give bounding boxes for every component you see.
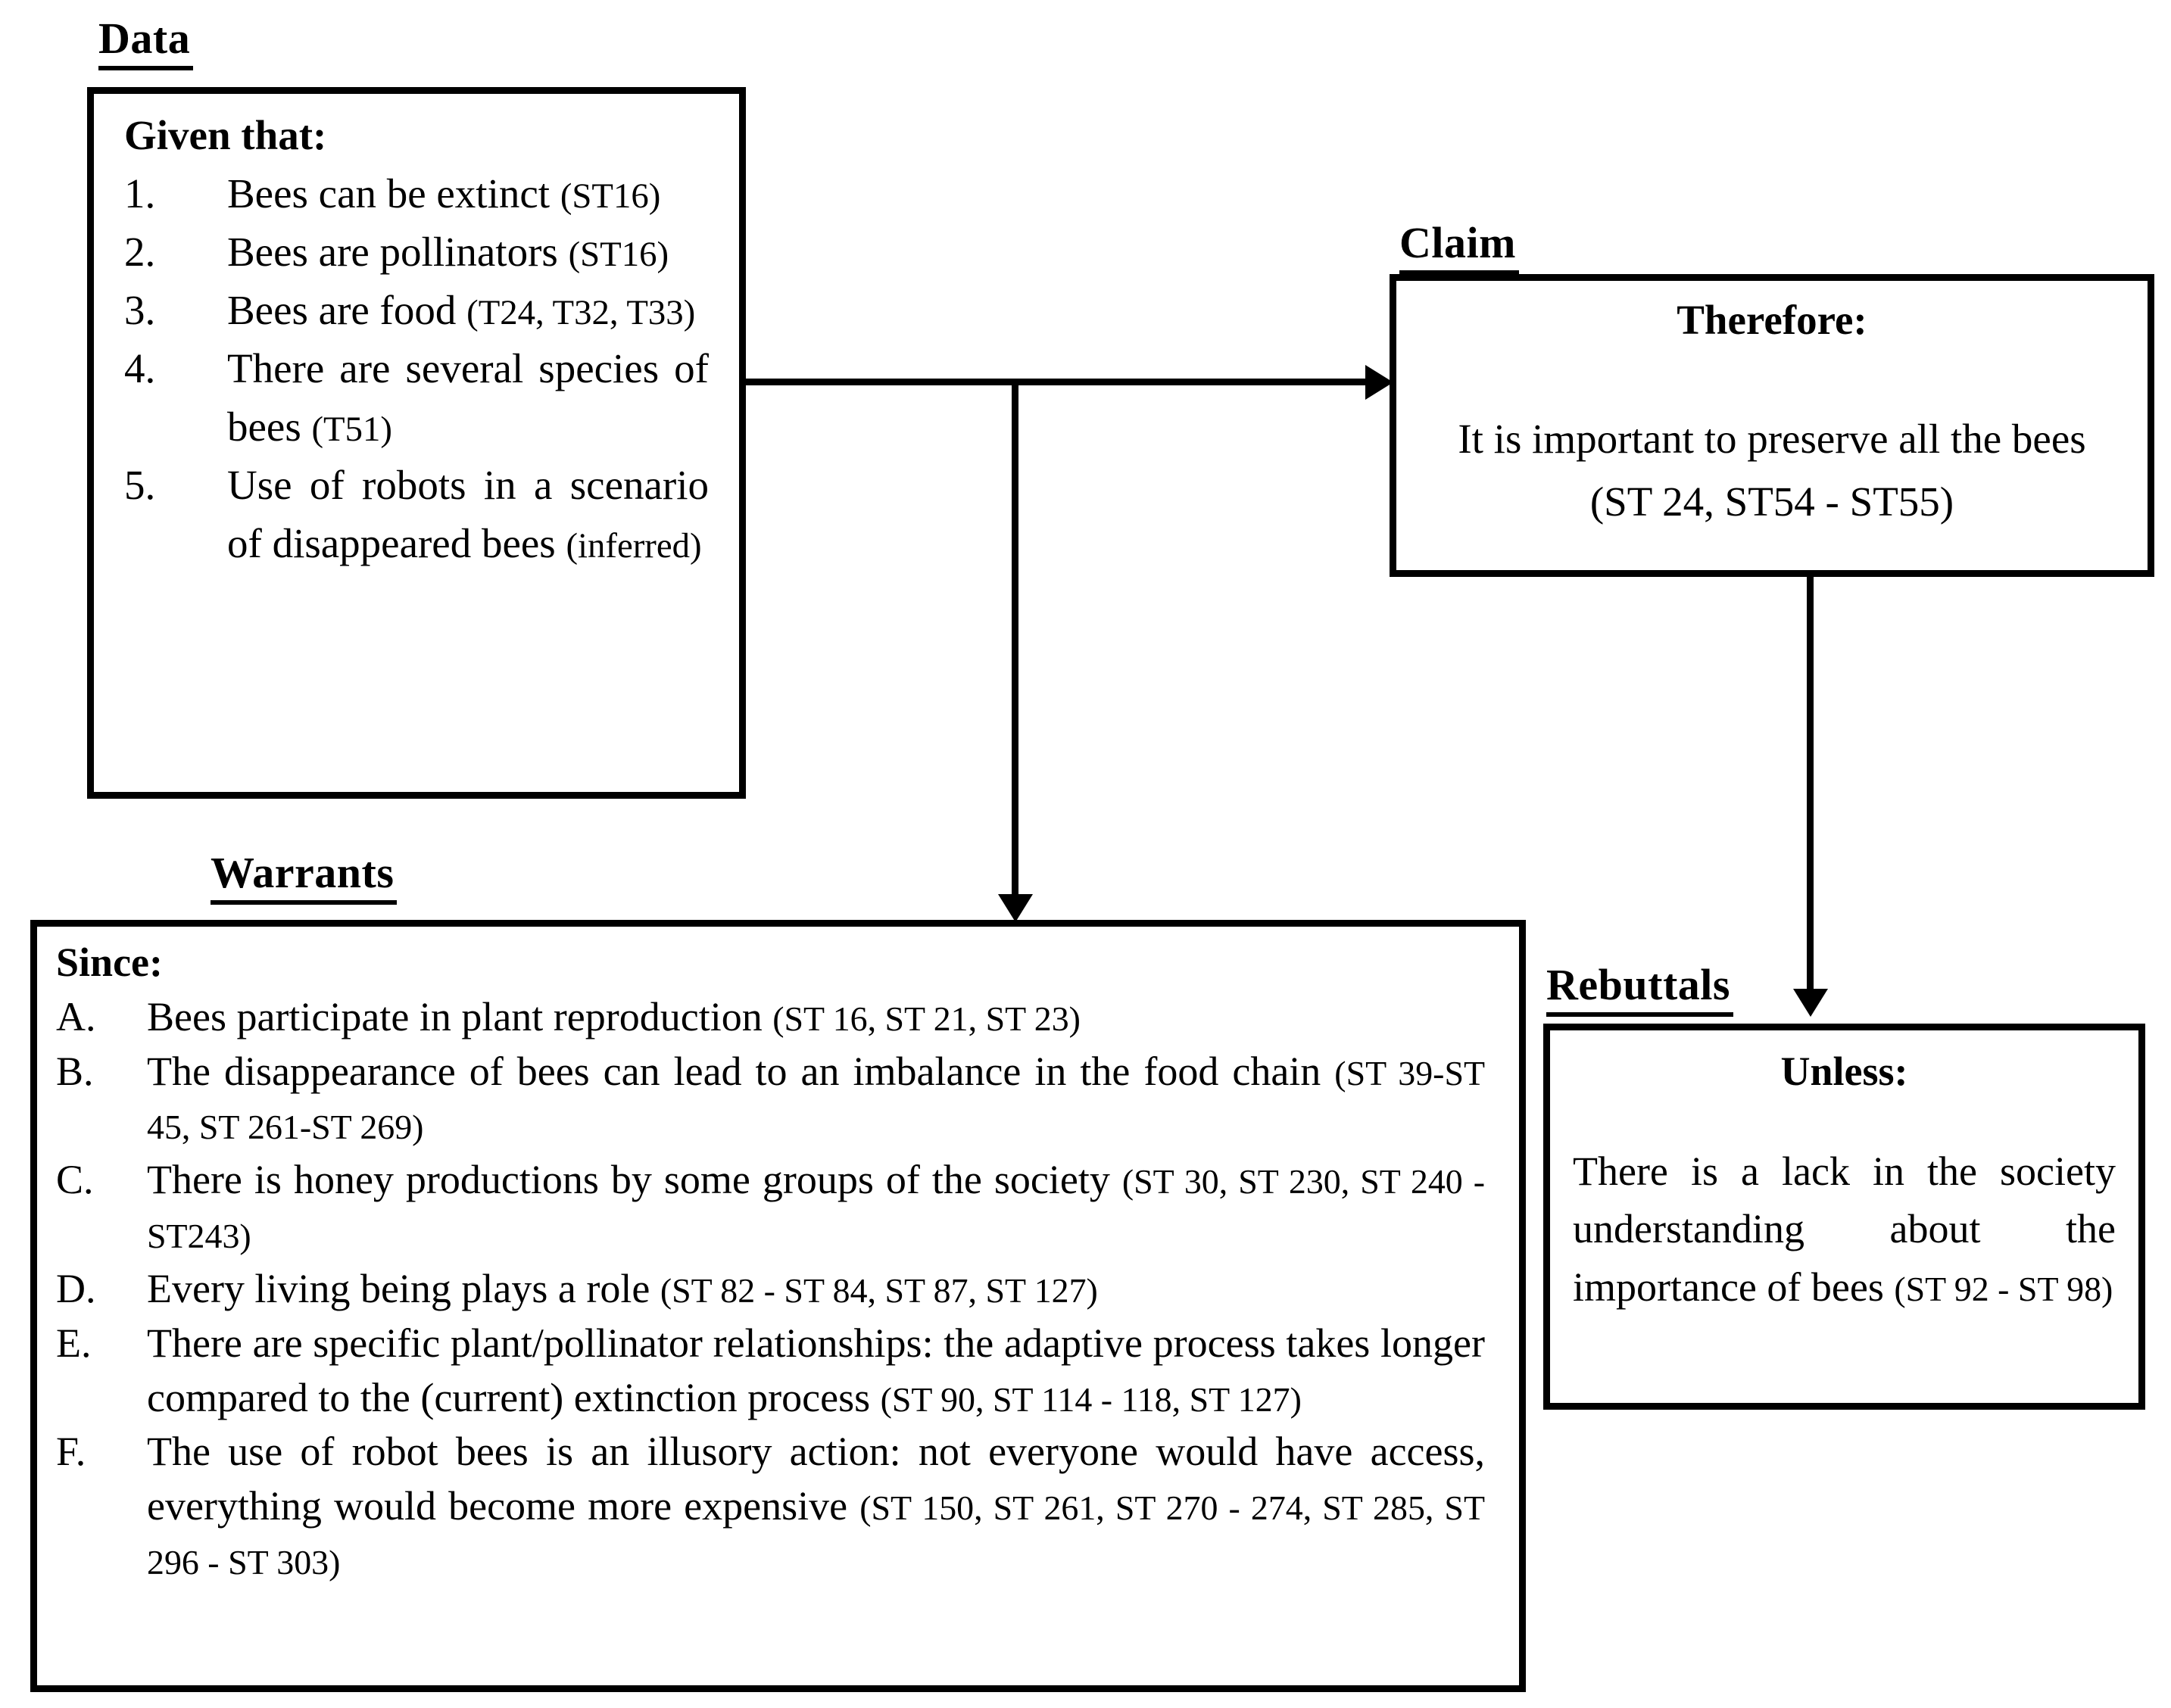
item-text: There is honey productions by some group…: [147, 1153, 1485, 1262]
item-text-main: The use of robot bees is an illusory act…: [147, 1429, 1485, 1529]
data-item-4: 4. There are several species of bees (T5…: [124, 339, 709, 456]
claim-to-rebuttals-arrowhead-icon: [1793, 989, 1828, 1017]
item-text: There are several species of bees (T51): [227, 339, 709, 456]
warrants-heading: Since:: [56, 940, 163, 985]
item-marker: 2.: [124, 229, 156, 275]
warrants-box: Since: A. Bees participate in plant repr…: [30, 920, 1526, 1692]
item-text-main: There are specific plant/pollinator rela…: [147, 1320, 1485, 1420]
item-text: Every living being plays a role (ST 82 -…: [147, 1262, 1485, 1317]
item-marker: 1.: [124, 170, 156, 217]
item-citation: (ST 150, ST 261, ST 270 - 274, ST 285, S…: [147, 1488, 1485, 1582]
data-heading: Given that:: [124, 112, 327, 158]
warrant-item-A: A. Bees participate in plant reproductio…: [56, 990, 1485, 1045]
item-text: The disappearance of bees can lead to an…: [147, 1045, 1485, 1154]
item-citation: (ST 16, ST 21, ST 23): [772, 999, 1081, 1038]
data-to-warrants-arrow-line: [1012, 379, 1018, 897]
warrant-item-F: F. The use of robot bees is an illusory …: [56, 1425, 1485, 1588]
data-to-claim-arrow-line: [746, 379, 1367, 385]
item-text: Bees are pollinators (ST16): [227, 223, 709, 281]
item-marker: 4.: [124, 345, 156, 391]
item-citation: (ST 39-ST 45, ST 261-ST 269): [147, 1053, 1486, 1147]
rebuttals-text-main: There is a lack in the society understan…: [1573, 1148, 2116, 1311]
item-citation: (ST 30, ST 230, ST 240 - ST243): [147, 1162, 1485, 1256]
rebuttals-box: Unless: There is a lack in the society u…: [1543, 1024, 2145, 1410]
data-item-5: 5. Use of robots in a scenario of disapp…: [124, 456, 709, 572]
item-marker: D.: [56, 1265, 96, 1311]
item-text-main: Bees participate in plant reproduction: [147, 993, 763, 1039]
item-citation: (ST 90, ST 114 - 118, ST 127): [880, 1379, 1302, 1419]
item-marker: B.: [56, 1048, 94, 1094]
data-item-2: 2. Bees are pollinators (ST16): [124, 223, 709, 281]
item-citation: (ST16): [560, 176, 661, 216]
item-text-main: Bees can be extinct: [227, 170, 551, 217]
warrant-item-B: B. The disappearance of bees can lead to…: [56, 1045, 1485, 1154]
rebuttals-text: There is a lack in the society understan…: [1573, 1142, 2116, 1317]
warrant-item-E: E. There are specific plant/pollinator r…: [56, 1317, 1485, 1426]
item-text-main: Bees are pollinators: [227, 229, 558, 275]
item-text: Bees can be extinct (ST16): [227, 164, 709, 223]
claim-text: It is important to preserve all the bees…: [1430, 408, 2113, 533]
item-text: Bees participate in plant reproduction (…: [147, 990, 1485, 1045]
item-text: The use of robot bees is an illusory act…: [147, 1425, 1485, 1588]
item-citation: (ST 82 - ST 84, ST 87, ST 127): [660, 1270, 1098, 1310]
data-box: Given that: 1. Bees can be extinct (ST16…: [87, 87, 746, 799]
claim-heading: Therefore:: [1677, 297, 1867, 343]
data-section-label: Data: [98, 17, 194, 70]
item-citation: (T51): [311, 410, 392, 449]
item-text-main: There are several species of bees: [227, 345, 709, 450]
item-text: There are specific plant/pollinator rela…: [147, 1317, 1485, 1426]
warrant-item-C: C. There is honey productions by some gr…: [56, 1153, 1485, 1262]
claim-citation: (ST 24, ST54 - ST55): [1589, 478, 1954, 525]
item-marker: E.: [56, 1320, 92, 1366]
claim-box: Therefore: It is important to preserve a…: [1390, 274, 2154, 577]
claim-to-rebuttals-arrow-line: [1807, 577, 1814, 990]
item-text-main: Use of robots in a scenario of disappear…: [227, 462, 709, 566]
warrants-section-label: Warrants: [211, 851, 398, 905]
rebuttals-section-label: Rebuttals: [1546, 963, 1733, 1017]
rebuttals-citation: (ST 92 - ST 98): [1894, 1270, 2113, 1309]
claim-text-main: It is important to preserve all the bees: [1458, 416, 2086, 462]
item-citation: (T24, T32, T33): [466, 293, 696, 332]
item-text-main: Bees are food: [227, 287, 457, 333]
item-text-main: There is honey productions by some group…: [147, 1157, 1110, 1203]
warrant-item-D: D. Every living being plays a role (ST 8…: [56, 1262, 1485, 1317]
item-marker: C.: [56, 1157, 94, 1203]
data-to-claim-arrowhead-icon: [1365, 365, 1393, 400]
item-text-main: The disappearance of bees can lead to an…: [147, 1048, 1321, 1094]
item-citation: (ST16): [568, 235, 669, 274]
item-marker: 3.: [124, 287, 156, 333]
item-marker: A.: [56, 993, 96, 1039]
data-item-1: 1. Bees can be extinct (ST16): [124, 164, 709, 223]
rebuttals-heading: Unless:: [1780, 1049, 1908, 1094]
item-text-main: Every living being plays a role: [147, 1265, 650, 1311]
item-text: Bees are food (T24, T32, T33): [227, 281, 709, 339]
item-text: Use of robots in a scenario of disappear…: [227, 456, 709, 572]
data-to-warrants-arrowhead-icon: [998, 894, 1033, 922]
item-citation: (inferred): [566, 526, 702, 566]
item-marker: 5.: [124, 462, 156, 508]
claim-section-label: Claim: [1399, 221, 1519, 275]
item-marker: F.: [56, 1429, 86, 1475]
data-item-3: 3. Bees are food (T24, T32, T33): [124, 281, 709, 339]
